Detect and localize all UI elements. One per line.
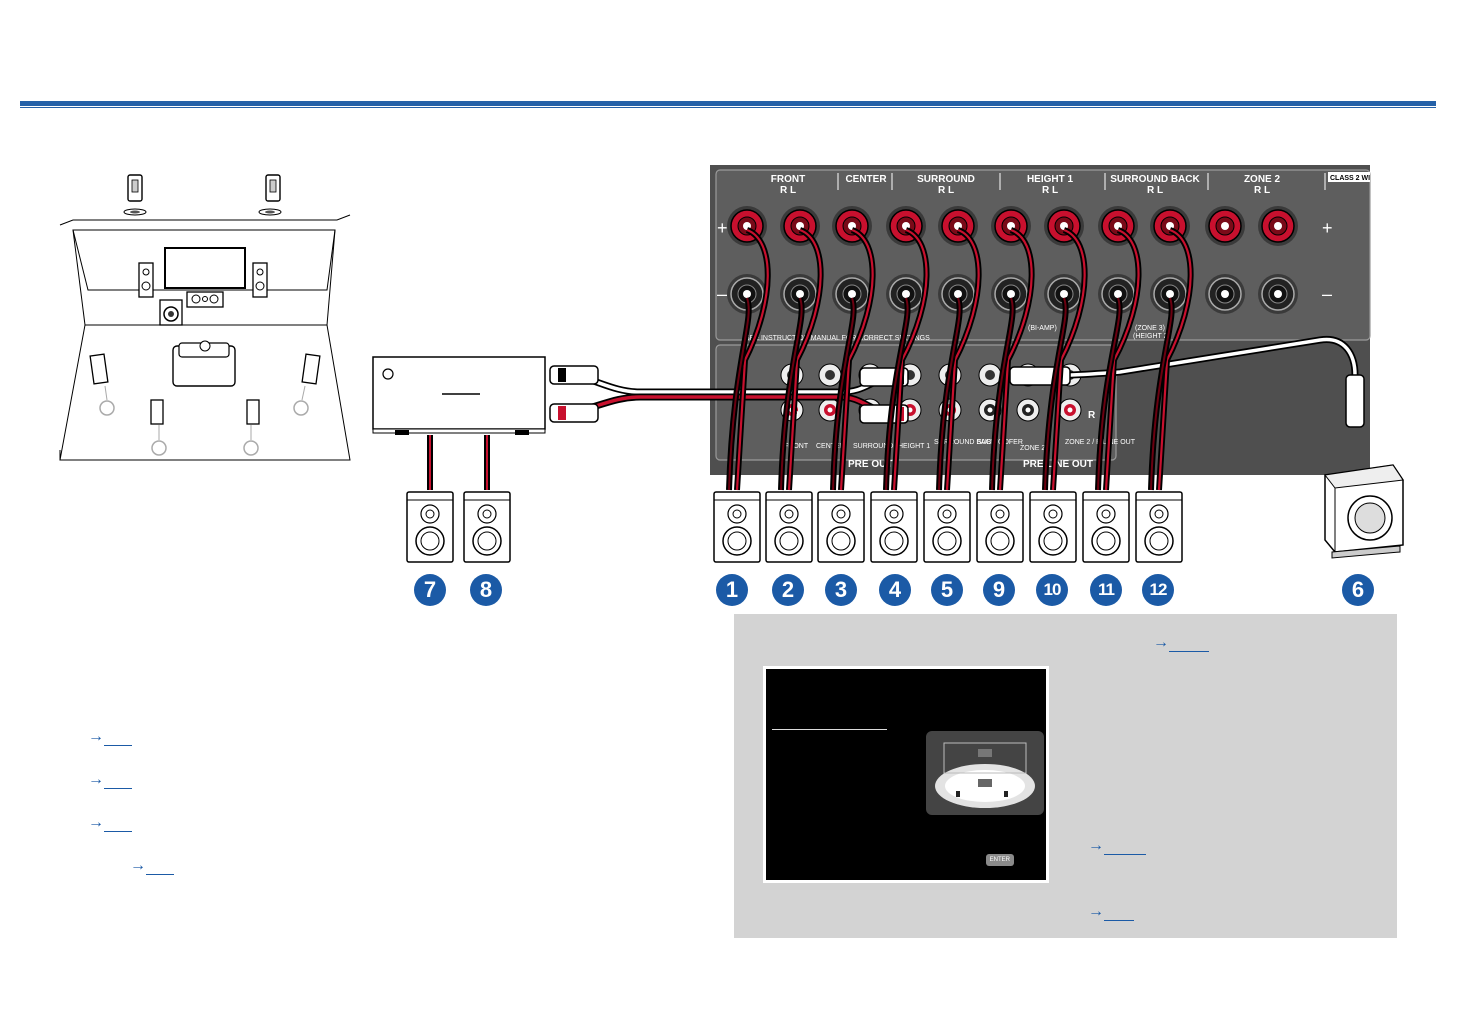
speaker-icon — [1082, 491, 1130, 563]
speaker-icon — [817, 491, 865, 563]
svg-text:(BI-AMP): (BI-AMP) — [1028, 325, 1057, 332]
svg-text:–: – — [1322, 284, 1332, 304]
negative-terminals — [727, 274, 1298, 314]
speakers — [406, 491, 1183, 563]
group-label-center: CENTER — [845, 174, 887, 185]
svg-text:R: R — [1088, 410, 1096, 421]
subwoofer-number-badge: 6 — [1342, 574, 1374, 606]
speaker-number-badge: 2 — [772, 574, 804, 606]
svg-text:ZONE 2: ZONE 2 — [1020, 445, 1045, 452]
svg-text:CLASS 2 WI: CLASS 2 WI — [1330, 175, 1370, 182]
height-speaker-left-icon — [123, 174, 147, 216]
minus-terminal — [1205, 274, 1245, 314]
group-label-surround: SURROUND — [917, 174, 975, 185]
speaker-number-badge: 12 — [1142, 574, 1174, 606]
note-link-1[interactable]: → — [1088, 837, 1146, 855]
svg-text:+: + — [717, 218, 728, 238]
group-label-height1: HEIGHT 1 — [1027, 174, 1074, 185]
svg-text:PRE OUT: PRE OUT — [848, 459, 892, 470]
surround-back-speaker-left-icon — [150, 399, 167, 456]
plus-terminal — [886, 206, 926, 246]
speaker-number-badge: 1 — [716, 574, 748, 606]
svg-text:(HEIGHT 2): (HEIGHT 2) — [1133, 333, 1170, 340]
svg-text:HEIGHT 1: HEIGHT 1 — [898, 443, 930, 450]
rca-jack-red — [1058, 398, 1082, 422]
speaker-icon — [713, 491, 761, 563]
surround-speaker-right-icon — [293, 353, 321, 416]
minus-terminal — [1258, 274, 1298, 314]
minus-terminal — [780, 274, 820, 314]
svg-text:SEE INSTRUCTION MANUAL FOR COR: SEE INSTRUCTION MANUAL FOR CORRECT SETTI… — [745, 335, 930, 342]
plus-terminal — [1205, 206, 1245, 246]
plus-terminal — [1258, 206, 1298, 246]
group-label-zone2: ZONE 2 — [1244, 174, 1281, 185]
speaker-number-badge: 4 — [879, 574, 911, 606]
speaker-number-badge: 5 — [931, 574, 963, 606]
rca-jack-white — [978, 363, 1002, 387]
surround-speaker-left-icon — [89, 353, 115, 416]
speaker-icon — [1029, 491, 1077, 563]
connection-diagram: FRONT R L CENTER SURROUND R L HEIGHT 1 R… — [372, 165, 1404, 563]
mini-room-icon — [926, 731, 1044, 815]
room-layout-illustration — [59, 174, 351, 461]
group-label-surround-back: SURROUND BACK — [1110, 174, 1200, 185]
svg-text:FRONT: FRONT — [784, 443, 809, 450]
note-link-top[interactable]: → — [1153, 634, 1209, 652]
svg-text:+: + — [1322, 218, 1333, 238]
amp-speaker-number-badge: 8 — [470, 574, 502, 606]
svg-text:PRE/LINE OUT: PRE/LINE OUT — [1023, 459, 1093, 470]
svg-text:SURROUND BACK: SURROUND BACK — [934, 439, 996, 446]
minus-terminal — [832, 274, 872, 314]
svg-text:CENTER: CENTER — [816, 443, 845, 450]
svg-text:(ZONE 3): (ZONE 3) — [1135, 325, 1165, 332]
minus-terminal — [886, 274, 926, 314]
note-link-2[interactable]: → — [1088, 903, 1134, 921]
rca-jack-red — [1016, 398, 1040, 422]
speaker-icon — [463, 491, 511, 563]
tv-screen-setup: ENTER — [763, 666, 1049, 883]
page-link-2[interactable]: → — [88, 771, 132, 789]
speaker-number-badge: 11 — [1090, 574, 1122, 606]
group-label-front: FRONT — [771, 174, 805, 185]
svg-text:R L: R L — [938, 185, 954, 196]
svg-text:R L: R L — [1147, 185, 1163, 196]
subwoofer-icon — [1324, 464, 1404, 559]
speaker-icon — [1135, 491, 1183, 563]
svg-text:R L: R L — [1254, 185, 1270, 196]
height-speaker-right-icon — [258, 174, 282, 216]
svg-text:SURROUND: SURROUND — [853, 443, 893, 450]
speaker-icon — [406, 491, 454, 563]
external-amplifier — [372, 356, 546, 430]
enter-button[interactable]: ENTER — [985, 854, 1014, 866]
speaker-icon — [870, 491, 918, 563]
speaker-icon — [976, 491, 1024, 563]
minus-terminal — [1150, 274, 1190, 314]
speaker-number-badge: 3 — [825, 574, 857, 606]
minus-terminal — [1044, 274, 1084, 314]
surround-back-speaker-right-icon — [243, 399, 260, 456]
minus-terminal — [938, 274, 978, 314]
speaker-icon — [765, 491, 813, 563]
svg-text:R L: R L — [780, 185, 796, 196]
minus-terminal — [991, 274, 1031, 314]
speaker-wires — [726, 227, 1194, 491]
page-link-3[interactable]: → — [88, 814, 132, 832]
speaker-number-badge: 9 — [983, 574, 1015, 606]
amp-speaker-number-badge: 7 — [414, 574, 446, 606]
page-link-1[interactable]: → — [88, 728, 132, 746]
speaker-number-badge: 10 — [1036, 574, 1068, 606]
minus-terminal — [1098, 274, 1138, 314]
speaker-icon — [923, 491, 971, 563]
rca-jack-white — [818, 363, 842, 387]
page-link-4[interactable]: → — [130, 857, 174, 875]
svg-text:R L: R L — [1042, 185, 1058, 196]
svg-text:–: – — [717, 284, 727, 304]
header-rule — [20, 101, 1436, 106]
header-rule-thin — [20, 107, 1436, 108]
